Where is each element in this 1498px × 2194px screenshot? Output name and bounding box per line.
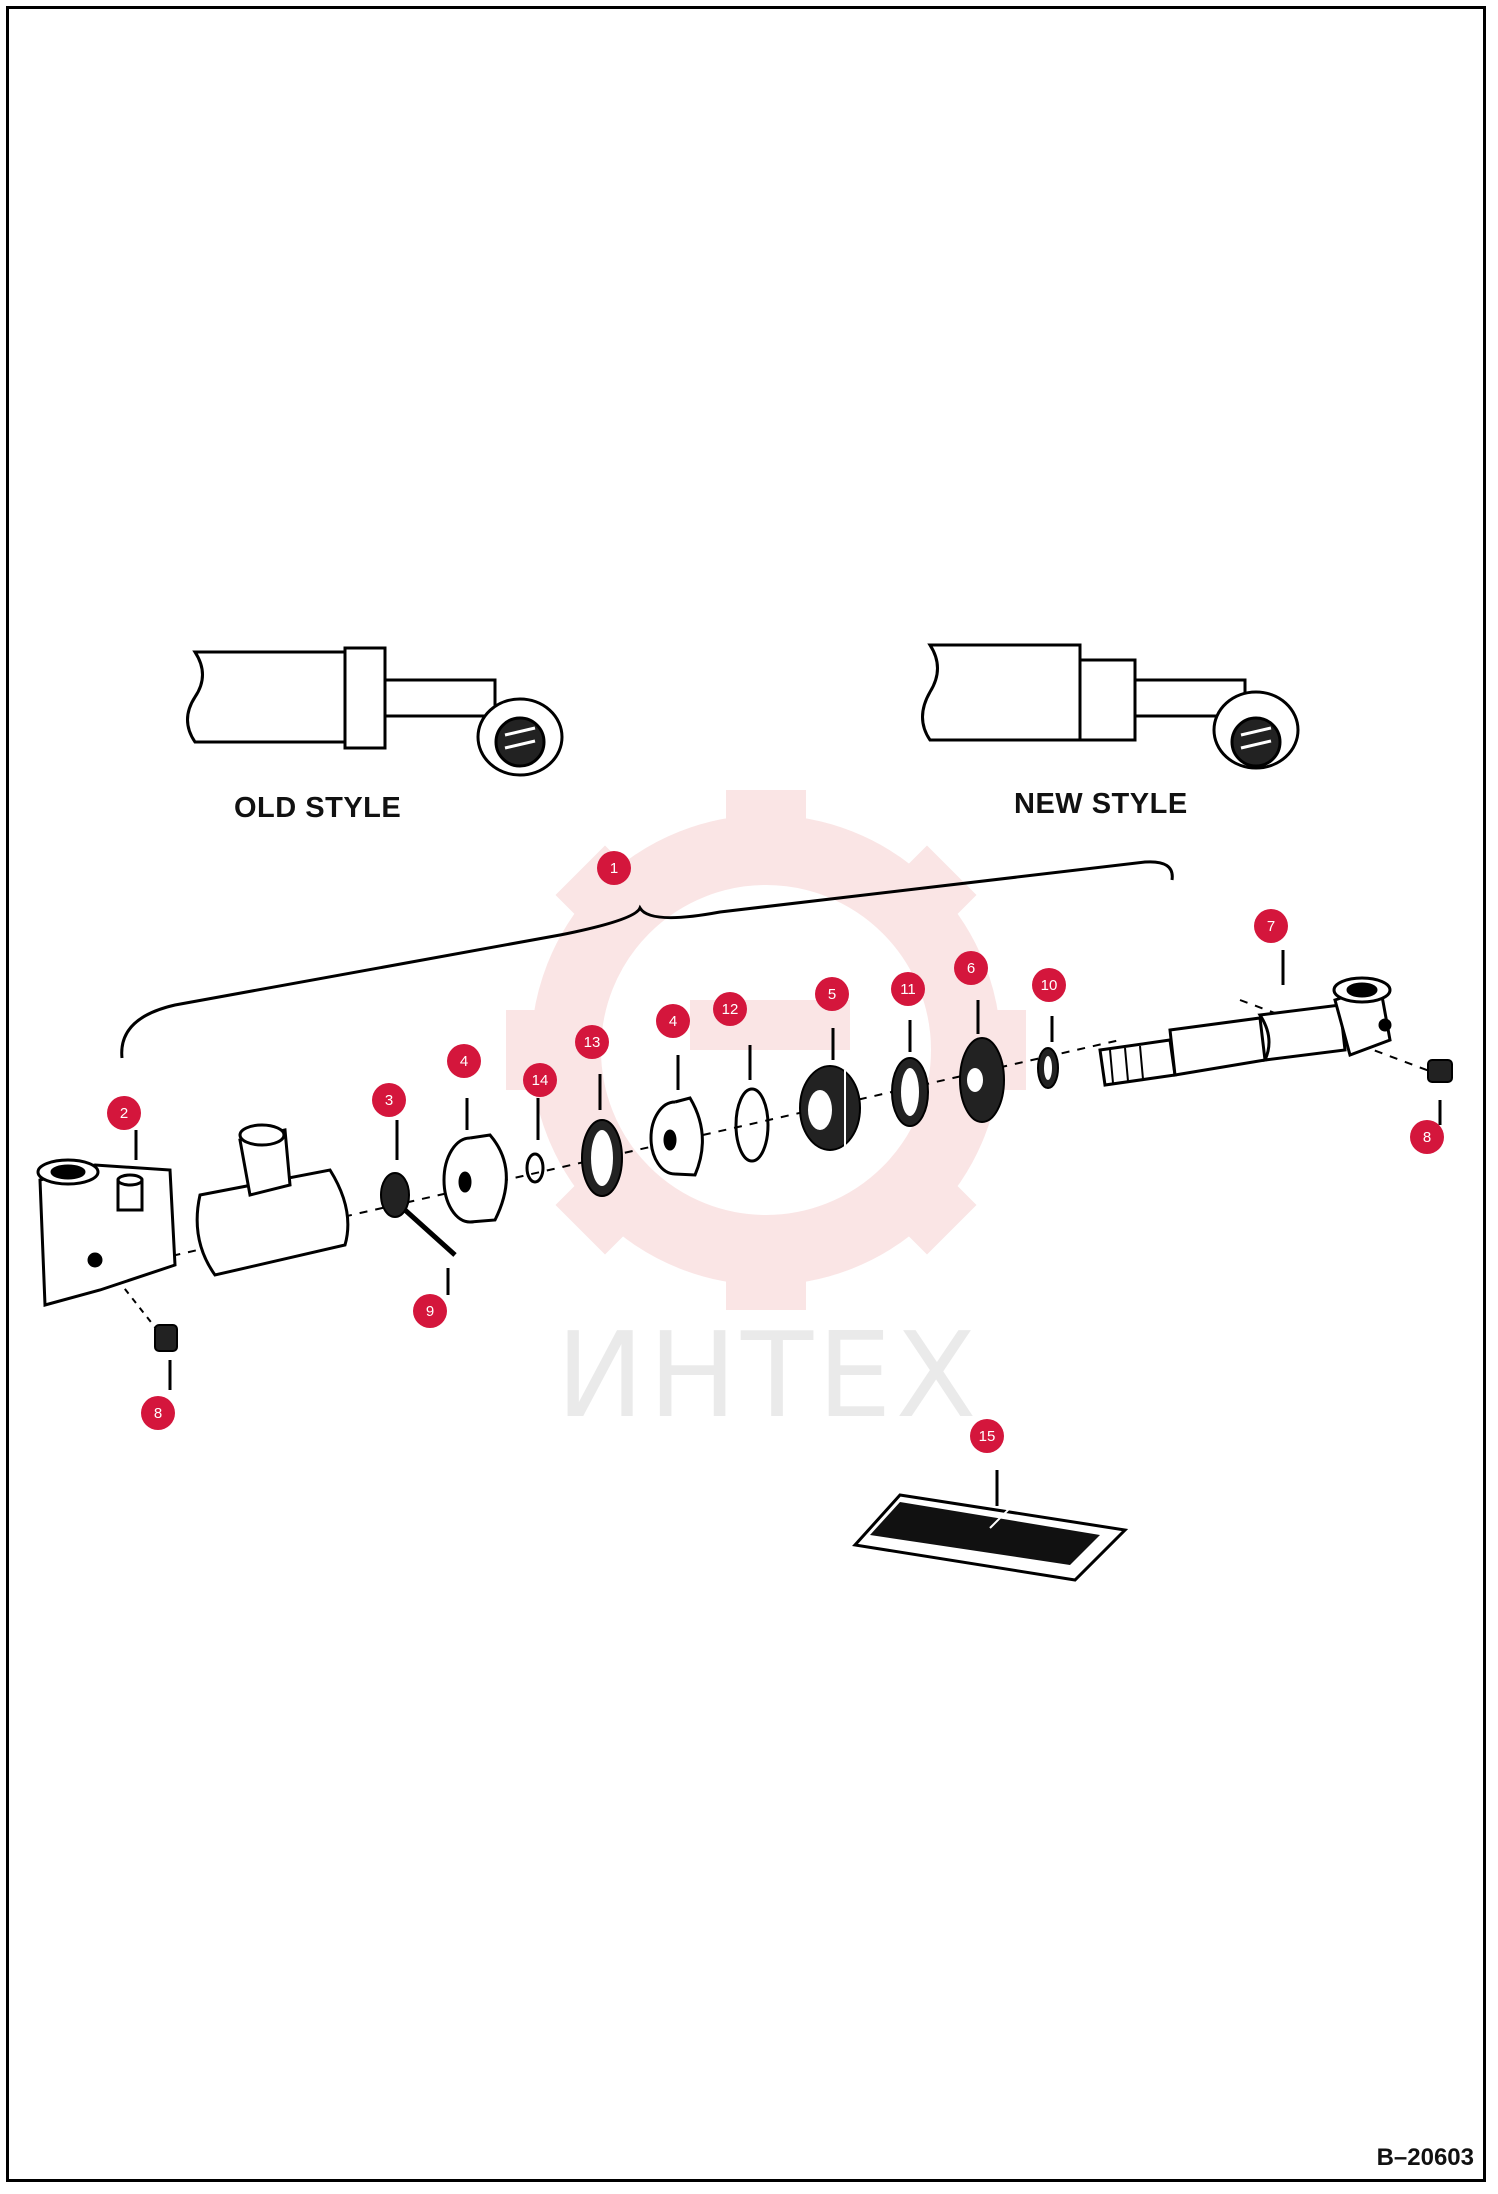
- old-style-cylinder: [186, 646, 564, 777]
- watermark-text: ИНТЕХ: [556, 1306, 981, 1444]
- callout-7[interactable]: 7: [1254, 909, 1288, 943]
- set-screw: [403, 1208, 457, 1257]
- callout-15[interactable]: 15: [970, 1419, 1004, 1453]
- callout-10[interactable]: 10: [1032, 968, 1066, 1002]
- piston: [799, 1065, 861, 1151]
- callout-4a[interactable]: 4: [447, 1044, 481, 1078]
- new-style-cylinder: [921, 643, 1300, 770]
- rod-seal: [581, 1119, 623, 1197]
- callout-6[interactable]: 6: [954, 951, 988, 985]
- leader-lines: [134, 950, 1442, 1506]
- wear-ring: [959, 1037, 1005, 1123]
- gland: [649, 1096, 704, 1177]
- o-ring-small: [525, 1152, 545, 1184]
- grease-fitting-left: [154, 1324, 178, 1352]
- callout-9[interactable]: 9: [413, 1294, 447, 1328]
- assembly-brace: [120, 860, 1174, 1059]
- callout-14[interactable]: 14: [523, 1063, 557, 1097]
- cylinder-head: [442, 1133, 508, 1224]
- new-style-label: NEW STYLE: [1014, 788, 1188, 820]
- barrel-end: [36, 1158, 177, 1307]
- old-style-label: OLD STYLE: [234, 792, 402, 824]
- callout-2[interactable]: 2: [107, 1096, 141, 1130]
- barrel-tube: [195, 1123, 350, 1277]
- callout-8b[interactable]: 8: [1410, 1120, 1444, 1154]
- diagram-frame: [6, 6, 1486, 2182]
- callout-13[interactable]: 13: [575, 1025, 609, 1059]
- backup-ring: [1037, 1047, 1059, 1089]
- callout-5[interactable]: 5: [815, 977, 849, 1011]
- piston-nut: [380, 1172, 410, 1218]
- callout-11[interactable]: 11: [891, 972, 925, 1006]
- callout-4b[interactable]: 4: [656, 1004, 690, 1038]
- figure-number: B–20603: [1376, 2144, 1474, 2171]
- callout-12[interactable]: 12: [713, 992, 747, 1026]
- grease-fitting-right: [1427, 1059, 1453, 1083]
- seal-kit: [852, 1493, 1129, 1582]
- callout-8a[interactable]: 8: [141, 1396, 175, 1430]
- callout-1[interactable]: 1: [597, 851, 631, 885]
- callout-3[interactable]: 3: [372, 1083, 406, 1117]
- o-ring-large: [734, 1087, 770, 1163]
- piston-rod: [1098, 976, 1392, 1087]
- piston-seal: [891, 1057, 929, 1127]
